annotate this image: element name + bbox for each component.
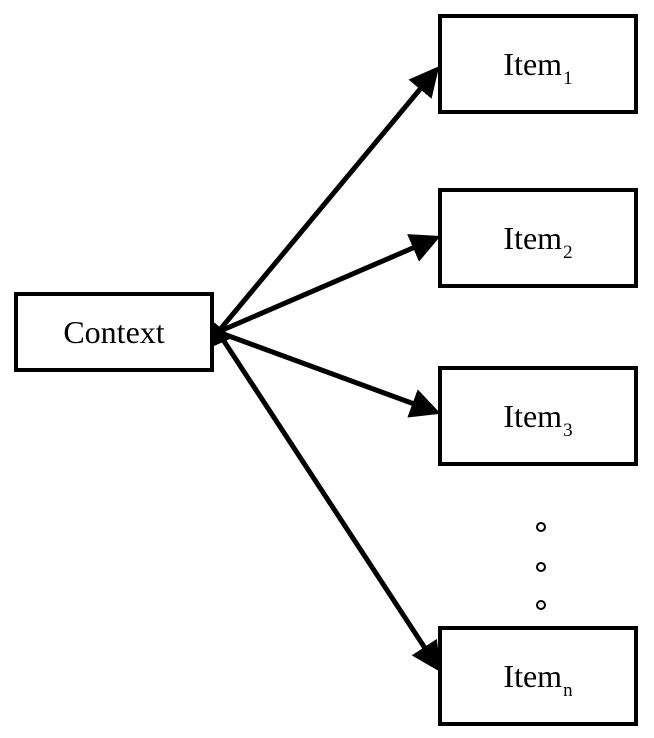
item-n-base: Item [503,657,563,694]
context-box: Context [14,292,214,372]
item-2-subscript: 2 [563,241,573,263]
arrow-context-to-item-3 [217,329,441,418]
item-n-subscript: n [563,679,573,701]
item-1-base: Item [503,45,563,82]
ellipsis-dot-icon [536,522,546,532]
ellipsis-dot-icon [536,562,546,572]
item-2-base: Item [503,219,563,256]
item-1-label: Item1 [503,45,572,89]
item-1-box: Item1 [438,14,638,114]
item-2-label: Item2 [503,219,572,263]
arrow-context-to-item-n [215,330,441,673]
arrow-context-to-item-2 [217,234,441,335]
item-3-label: Item3 [503,397,572,441]
item-n-box: Itemn [438,626,638,726]
arrow-context-to-item-1 [202,66,440,352]
item-2-box: Item2 [438,188,638,288]
item-n-label: Itemn [503,657,572,701]
item-1-subscript: 1 [563,67,573,89]
item-3-base: Item [503,397,563,434]
item-3-subscript: 3 [563,419,573,441]
ellipsis-dot-icon [536,600,546,610]
item-3-box: Item3 [438,366,638,466]
context-label: Context [63,313,165,350]
